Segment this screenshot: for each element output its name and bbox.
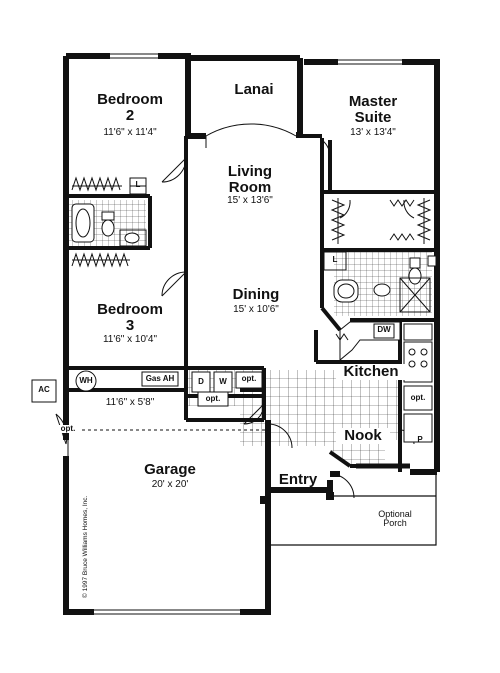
closet-doors [129,177,347,271]
laundry-opt-label: opt. [241,374,257,383]
gas-air-handler-label: Gas AH [145,374,175,383]
optional-porch-label: Optional Porch [362,509,428,529]
ac-label: AC [38,385,50,394]
hall-linen-label: L [135,180,141,189]
nook-label: Nook [336,428,390,444]
living-room-name-2: Room [228,178,272,196]
living-room-label: Living Room [210,164,290,196]
master-linen-label: L [332,255,338,264]
bedroom-3-label: Bedroom 3 [88,302,172,334]
garage-dimensions: 20' x 20' [151,479,189,490]
dryer-label: D [198,377,204,386]
lanai-label: Lanai [234,81,274,98]
dining-dimensions: 15' x 10'6" [233,304,279,315]
windows [63,53,410,615]
entry-label: Entry [278,471,318,488]
bedroom-3-number: 3 [125,316,135,334]
copyright-note: © 1997 Bruce Williams Homes, Inc. [82,495,89,598]
kitchen-label: Kitchen [336,364,406,380]
master-suite-label: Master Suite [330,94,416,126]
living-room-name: Living [227,163,273,180]
optional-porch [267,472,437,546]
optional-porch-name: Optional [378,509,412,519]
master-suite-name-2: Suite [354,108,392,126]
optional-porch-name-2: Porch [383,518,407,529]
exterior-walls [63,53,440,615]
laundry-opt-2-label: opt. [205,394,221,403]
kitchen-opt-label: opt. [410,393,426,402]
bath-fixtures [71,203,437,313]
bedroom-3-name: Bedroom [97,301,163,318]
master-suite-dimensions: 13' x 13'4" [350,127,396,138]
water-heater-label: WH [79,376,93,385]
garage-opt-label: opt. [56,424,80,434]
bedroom-2-dimensions: 11'6" x 11'4" [103,127,157,138]
closet-hangers [71,176,432,268]
bedroom-3-dimensions: 11'6" x 10'4" [102,334,158,345]
laundry-dimensions: 11'6" x 5'8" [105,397,155,408]
master-suite-name: Master [348,93,398,110]
bedroom-2-label: Bedroom 2 [88,92,172,124]
dining-label: Dining [232,286,280,303]
living-room-dimensions: 15' x 13'6" [227,195,273,206]
pantry-label: P [417,435,423,444]
garage-label: Garage [144,461,196,478]
washer-label: W [219,377,227,386]
dishwasher-label: DW [377,325,391,334]
kitchen-counters [335,321,433,443]
bedroom-2-number: 2 [125,106,135,124]
laundry-appliances [31,370,263,407]
bedroom-2-name: Bedroom [97,91,163,108]
